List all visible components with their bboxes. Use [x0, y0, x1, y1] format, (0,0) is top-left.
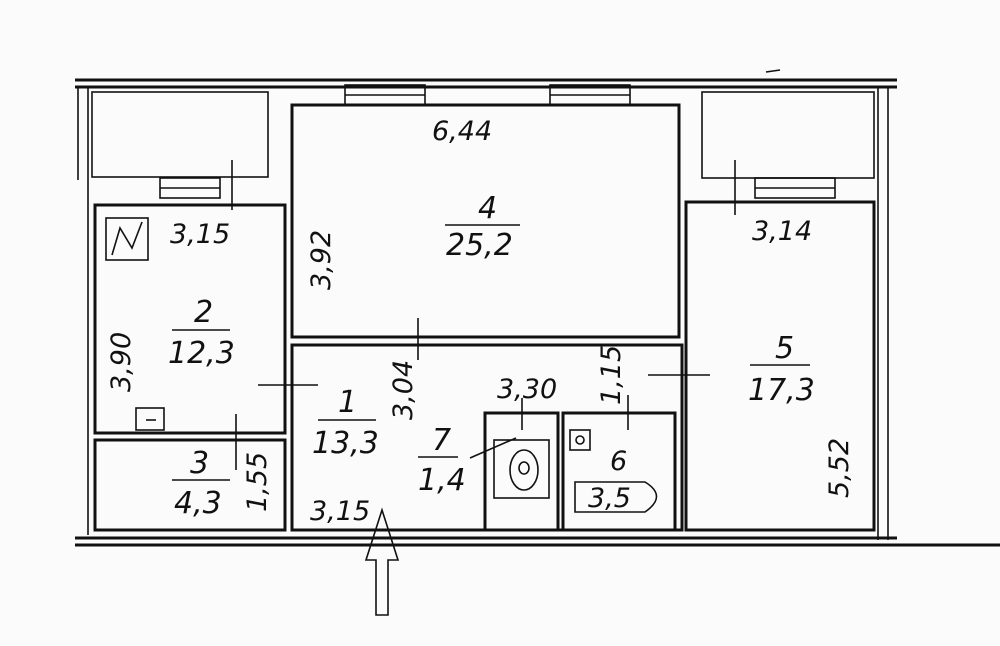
- area-fraction-bars: [172, 224, 810, 481]
- room-2-number: 2: [194, 295, 213, 330]
- room-3-area: 4,3: [174, 486, 222, 521]
- north-arrow-icon: [105, 217, 149, 261]
- room-4-area: 25,2: [446, 228, 513, 263]
- room-1-area: 13,3: [312, 426, 379, 461]
- dim-room5-depth: 5,52: [824, 438, 855, 498]
- door-marks: [231, 160, 736, 470]
- outer-walls: [75, 78, 1000, 547]
- windows: [159, 84, 836, 199]
- room-7-number: 7: [432, 423, 451, 458]
- room-7-outline: [483, 411, 560, 532]
- toilet-icon: [493, 439, 550, 499]
- dim-room4-width: 6,44: [432, 116, 492, 147]
- dim-room2-width: 3,15: [170, 219, 230, 250]
- room-5-number: 5: [775, 331, 794, 366]
- room-6-area: 3,5: [588, 483, 631, 514]
- dim-room5-width: 3,14: [752, 216, 812, 247]
- room-2-outline: [93, 203, 287, 435]
- room-7-leader: [469, 437, 517, 459]
- room-6-outline: [561, 411, 677, 532]
- room-7-area: 1,4: [418, 463, 466, 498]
- dim-bath-depth: 1,15: [596, 345, 627, 405]
- room-3-outline: [93, 438, 287, 532]
- room-3-number: 3: [190, 446, 209, 481]
- room-2-area: 12,3: [168, 336, 235, 371]
- stove-icon: [135, 407, 165, 431]
- bathtub-icon: [574, 481, 658, 513]
- dim-room2-depth: 3,90: [106, 332, 137, 392]
- entrance-arrow-icon: [364, 507, 400, 616]
- room-4-outline: [290, 103, 681, 339]
- dim-hall-width: 3,15: [310, 496, 370, 527]
- sink-icon: [569, 429, 591, 451]
- room-4-number: 4: [478, 191, 497, 226]
- dim-room3-depth: 1,55: [242, 452, 273, 512]
- room-6-number: 6: [610, 446, 627, 477]
- room-5-outline: [684, 200, 876, 532]
- dim-bath-width: 3,30: [497, 374, 557, 405]
- dim-room4-depth: 3,92: [306, 230, 337, 290]
- stray-mark: [765, 69, 781, 73]
- room-5-area: 17,3: [748, 373, 815, 408]
- dim-hall-depth: 3,04: [388, 360, 419, 420]
- room-1-number: 1: [338, 385, 357, 420]
